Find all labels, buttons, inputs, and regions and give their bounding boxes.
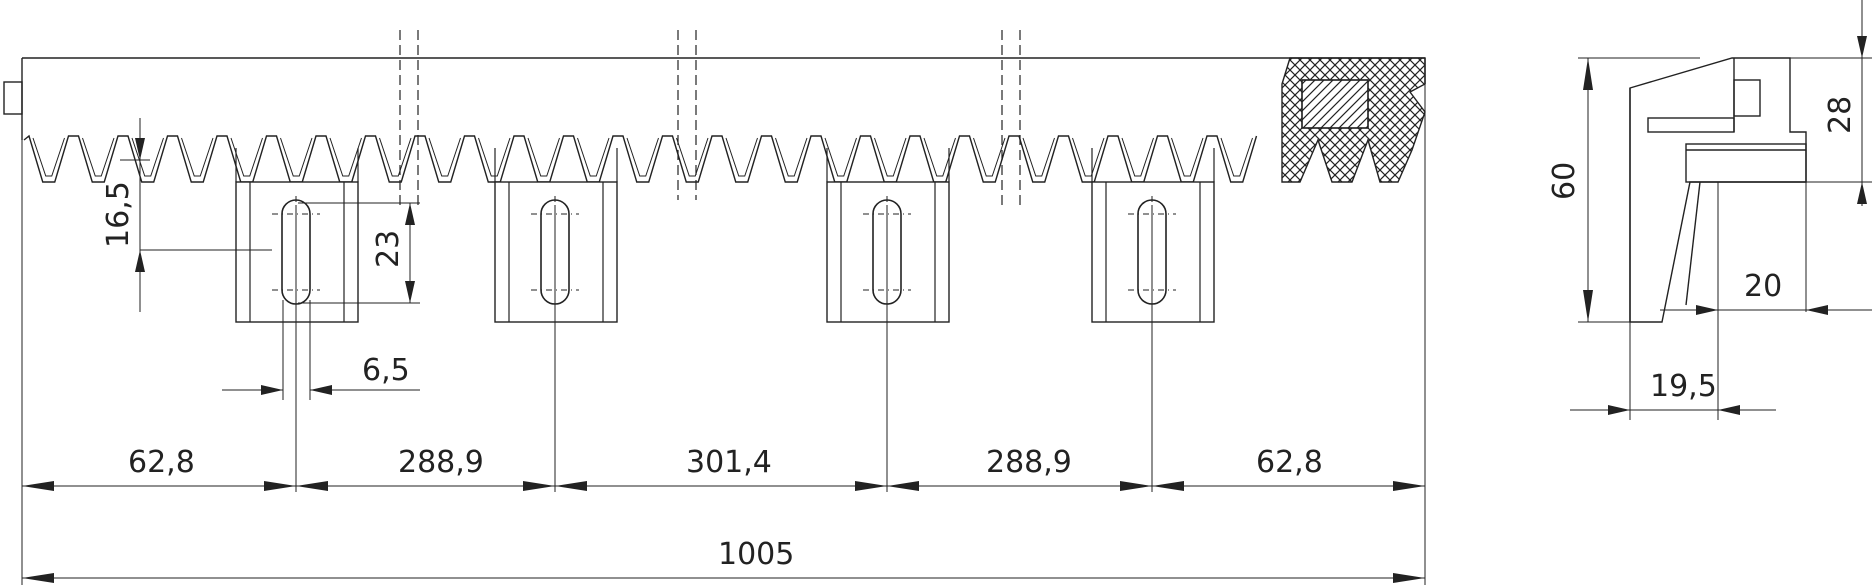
chain-dimension: 62,8 288,9 301,4 288,9 62,8 [22, 445, 1425, 491]
dim-side-base-width-label: 19,5 [1650, 369, 1717, 404]
dim-seg-3-label: 301,4 [686, 445, 772, 480]
side-slope-inner [1685, 181, 1701, 306]
dim-seg-4-label: 288,9 [986, 445, 1072, 480]
side-upper-block [1647, 117, 1735, 133]
side-pin [1733, 79, 1761, 117]
dim-total-length-label: 1005 [718, 537, 794, 572]
dim-side-height: 60 [1547, 57, 1700, 323]
dim-seg-2-label: 288,9 [398, 445, 484, 480]
side-view: 60 28 20 19,5 [1547, 0, 1872, 420]
break-lines [399, 30, 1021, 210]
dim-side-base-width: 19,5 [1570, 322, 1776, 420]
rack-teeth [23, 134, 1258, 183]
total-dimension: 1005 [22, 537, 1425, 583]
dim-side-offset: 20 [1660, 182, 1872, 420]
center-extension-lines [21, 84, 1426, 585]
dim-side-height-label: 60 [1547, 162, 1582, 200]
end-pin [3, 81, 23, 115]
dim-bracket-height: 23 [298, 202, 420, 304]
dim-tooth-height: 16,5 [101, 118, 272, 312]
dim-side-offset-label: 20 [1744, 269, 1782, 304]
dim-side-top-height: 28 [1790, 0, 1872, 206]
mounting-brackets [235, 148, 1215, 323]
dim-seg-1-label: 62,8 [128, 445, 195, 480]
dim-slot-width-label: 6,5 [362, 353, 410, 388]
side-lower-block [1685, 143, 1807, 183]
dim-tooth-height-label: 16,5 [101, 181, 136, 248]
dim-bracket-height-label: 23 [371, 230, 406, 268]
rack-teeth-inner [32, 137, 1253, 177]
section-insert-hatch [1301, 79, 1369, 129]
dim-seg-5-label: 62,8 [1256, 445, 1323, 480]
dim-side-top-height-label: 28 [1823, 96, 1858, 134]
front-view: 16,5 23 6,5 [3, 30, 1426, 585]
dim-slot-width: 6,5 [222, 300, 420, 400]
